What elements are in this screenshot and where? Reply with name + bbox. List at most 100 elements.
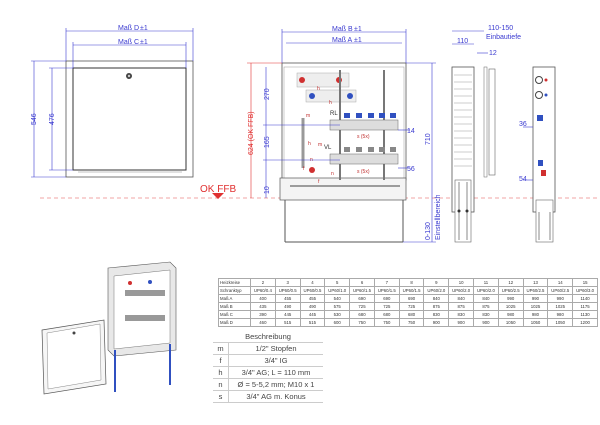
dim-b-label: Maß B: [332, 26, 353, 33]
table-cell: 1130: [572, 310, 598, 319]
table-cell: 900: [423, 318, 450, 327]
table-cell: 980: [497, 310, 524, 319]
table-cell: 575: [324, 302, 351, 311]
svg-text:12: 12: [489, 50, 497, 57]
table-cell: UP60/1.0: [324, 286, 351, 295]
table-cell: UP60/1.5: [398, 286, 425, 295]
table-cell: 875: [423, 302, 450, 311]
description-key: n: [213, 378, 229, 391]
table-cell: 990: [497, 294, 524, 303]
table-cell: 8: [398, 278, 425, 287]
table-cell: 9: [423, 278, 450, 287]
row-label: Schranktyp: [218, 286, 251, 295]
table-cell: 900: [473, 318, 499, 327]
description-text: Ø = 5-5,2 mm; M10 x 1: [228, 378, 323, 391]
svg-text:s (5x): s (5x): [357, 169, 370, 175]
table-cell: UP60/2.0: [448, 286, 475, 295]
description-text: 1/2" Stopfen: [228, 342, 323, 355]
svg-text:h: h: [308, 141, 311, 147]
table-cell: 1025: [497, 302, 524, 311]
table-cell: 1050: [547, 318, 574, 327]
svg-text:110-150: 110-150: [488, 25, 513, 32]
table-cell: 900: [448, 318, 475, 327]
table-cell: 690: [373, 294, 400, 303]
table-cell: 830: [423, 310, 450, 319]
floor-marker-icon: [212, 193, 224, 199]
table-cell: 690: [398, 294, 425, 303]
table-cell: 540: [324, 294, 351, 303]
table-cell: 460: [250, 318, 276, 327]
svg-text:14: 14: [407, 128, 415, 135]
table-cell: UP60/0.5: [274, 286, 301, 295]
table-cell: 1050: [497, 318, 524, 327]
table-cell: 390: [250, 310, 276, 319]
table-cell: 875: [448, 302, 475, 311]
description-text: 3/4" AG m. Konus: [228, 390, 323, 403]
table-cell: 725: [373, 302, 400, 311]
table-cell: 435: [250, 302, 276, 311]
dim-546: 546: [31, 113, 38, 125]
table-cell: 445: [274, 310, 301, 319]
table-cell: 7: [373, 278, 400, 287]
table-cell: UP60/2.0: [423, 286, 450, 295]
table-cell: 1200: [572, 318, 598, 327]
table-cell: 680: [373, 310, 400, 319]
table-cell: UP60/0.4: [250, 286, 276, 295]
table-cell: 5: [324, 278, 351, 287]
dim-c-label: Maß C: [118, 39, 139, 46]
svg-text:s (5x): s (5x): [357, 134, 370, 140]
row-label: Maß D: [218, 318, 251, 327]
description-key: s: [213, 390, 229, 403]
door: [72, 67, 187, 171]
table-cell: 1140: [572, 294, 598, 303]
svg-text:36: 36: [519, 121, 527, 128]
table-cell: UP60/2.5: [547, 286, 574, 295]
dim-624: 624 (OK FFB): [248, 111, 255, 155]
table-cell: 830: [473, 310, 499, 319]
table-cell: 4: [299, 278, 326, 287]
table-cell: 725: [398, 302, 425, 311]
table-cell: 750: [349, 318, 375, 327]
table-cell: 1175: [572, 302, 598, 311]
table-cell: 750: [373, 318, 400, 327]
dim-d-label: Maß D: [118, 25, 139, 32]
table-cell: 530: [324, 310, 351, 319]
table-cell: UP60/1.5: [373, 286, 400, 295]
svg-text:h: h: [329, 100, 332, 106]
table-cell: UP60/0.5: [299, 286, 326, 295]
table-cell: UP60/2.5: [497, 286, 524, 295]
table-cell: 10: [448, 278, 475, 287]
installed-view: RL VL h h m m h n n f f s (5x) s (5x) Ma…: [247, 26, 442, 243]
svg-text:±1: ±1: [354, 26, 362, 33]
svg-text:270: 270: [264, 88, 271, 100]
table-cell: 840: [423, 294, 450, 303]
table-cell: 490: [274, 302, 301, 311]
table-cell: 515: [274, 318, 301, 327]
svg-text:165: 165: [264, 136, 271, 148]
svg-text:±1: ±1: [354, 37, 362, 44]
table-cell: 12: [497, 278, 524, 287]
svg-text:±1: ±1: [140, 39, 148, 46]
row-label: Maß B: [218, 302, 251, 311]
svg-text:n: n: [331, 171, 334, 177]
table-cell: 1025: [547, 302, 574, 311]
table-cell: 15: [572, 278, 598, 287]
description-key: h: [213, 366, 229, 379]
table-cell: 515: [299, 318, 326, 327]
svg-text:RL: RL: [330, 111, 338, 117]
side-view: 110-150 Einbautiefe 110 12: [451, 25, 521, 243]
description-text: 3/4" AG; L = 110 mm: [228, 366, 323, 379]
table-cell: 680: [398, 310, 425, 319]
table-cell: 690: [349, 294, 375, 303]
svg-text:h: h: [317, 86, 320, 92]
svg-text:0-130: 0-130: [425, 222, 432, 240]
